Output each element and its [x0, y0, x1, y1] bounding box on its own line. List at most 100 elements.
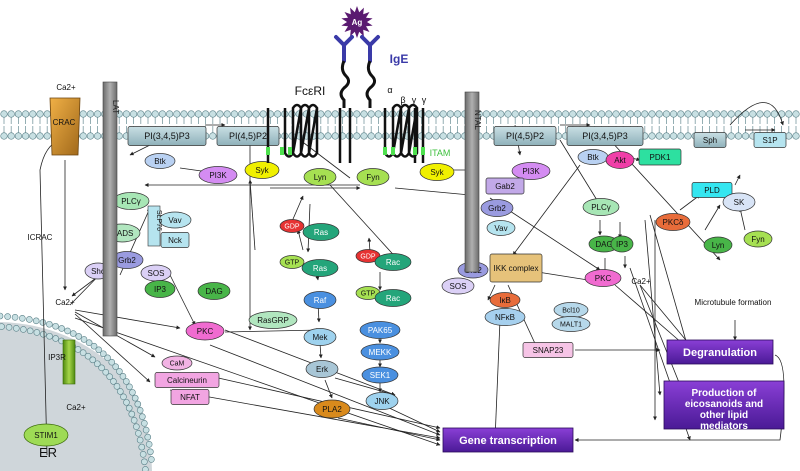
s1p: S1P	[753, 132, 787, 148]
syk-right: Syk	[419, 163, 455, 181]
lyn-label: Lyn	[314, 173, 327, 182]
ip3-left: IP3	[144, 280, 176, 298]
arrow-rasgrp-ras	[296, 229, 304, 251]
ikk-complex: IKK complex	[489, 253, 543, 283]
grb2-left-label: Grb2	[118, 256, 136, 265]
nck-label: Nck	[168, 236, 183, 245]
pip2-left: PI(4,5)P2	[216, 126, 280, 146]
er-label: ER	[39, 445, 57, 460]
plcg-left: PLCγ	[112, 192, 150, 210]
nfat-label: NFAT	[180, 393, 200, 402]
rasgrp: RasGRP	[248, 311, 298, 329]
ip3-left-label: IP3	[154, 285, 167, 294]
icrac-label: ICRAC	[28, 233, 53, 242]
grb2-left: Grb2	[110, 251, 144, 269]
gamma-label-2: γ	[422, 95, 427, 105]
pla2-label: PLA2	[322, 405, 342, 414]
arrow-s1p-loop	[729, 102, 784, 126]
gads-label: GADS	[111, 229, 134, 238]
sph-label: Sph	[703, 136, 717, 145]
syk-left-label: Syk	[255, 166, 269, 175]
arrow-jnk-gene	[384, 405, 441, 433]
beta-label: β	[400, 95, 405, 105]
gene-transcription-box	[442, 427, 574, 453]
arrow-nfkb-gene	[493, 319, 501, 441]
er-ca-label: Ca2+	[66, 403, 86, 412]
stim1	[23, 423, 69, 447]
cam-label: CaM	[170, 360, 185, 367]
pld-label: PLD	[704, 186, 720, 195]
arrow-btk-plcg	[559, 139, 601, 206]
ras-1-label: Ras	[314, 228, 328, 237]
vav-left-label: Vav	[168, 216, 181, 225]
pip3-right-label: PI(3,4,5)P3	[582, 131, 628, 141]
nfkb: NFκB	[484, 308, 526, 326]
raf-label: Raf	[314, 296, 327, 305]
ip3r-channel	[62, 339, 76, 385]
dag-right-label: DAG	[595, 240, 612, 249]
crac-channel	[49, 97, 81, 156]
arrow-ikk-ikb	[487, 284, 496, 301]
mek: Mek	[303, 328, 337, 346]
raf: Raf	[303, 291, 337, 309]
arrow-pkc-degran	[614, 284, 691, 351]
rac-2: Rac	[374, 289, 412, 307]
lat-adaptor: LAT	[102, 81, 120, 337]
arrow-pkc-right	[224, 328, 321, 333]
calcineurin-label: Calcineurin	[167, 376, 207, 385]
sph: Sph	[693, 132, 727, 148]
s1p-label: S1P	[762, 136, 777, 145]
rac-1-label: Rac	[386, 258, 400, 267]
arrow-vav-rac	[329, 184, 401, 263]
arrow-fyn2-sk	[738, 207, 746, 231]
gab2: Gab2	[485, 177, 525, 195]
rac-1: Rac	[374, 253, 412, 271]
slp76-label: SLP76	[155, 210, 162, 231]
syk-right-label: Syk	[430, 168, 444, 177]
ikb: IκB	[489, 292, 521, 308]
arrow-dag-to-pkc	[169, 274, 196, 326]
btk-right-label: Btk	[587, 153, 600, 162]
ntal-label: NTAL	[473, 110, 482, 130]
erk: Erk	[305, 360, 339, 378]
degranulation-box	[666, 339, 774, 365]
ca-right-label: Ca2+	[631, 277, 651, 286]
malt1: MALT1	[551, 316, 591, 332]
pi3k-right: PI3K	[511, 162, 551, 180]
ip3r-label: IP3R	[48, 353, 66, 362]
arrow-sk-s1p	[734, 174, 741, 186]
pip2-right-label: PI(4,5)P2	[506, 131, 544, 141]
pkc-right: PKC	[584, 269, 622, 287]
mekk-label: MEKK	[369, 348, 392, 357]
stim1-label: STIM1	[34, 431, 58, 440]
pi3k-left-label: PI3K	[209, 171, 227, 180]
ras-2-label: Ras	[313, 264, 327, 273]
grb2-right-label: Grb2	[488, 204, 506, 213]
lat-label: LAT	[111, 100, 120, 114]
pkcd-label: PKCδ	[663, 218, 684, 227]
pak65: PAK65	[359, 321, 401, 339]
fyn: Fyn	[356, 168, 390, 186]
endoplasmic-reticulum	[0, 312, 155, 471]
arrow-ca-to-calcineurin	[74, 313, 151, 383]
pip2-right: PI(4,5)P2	[493, 126, 557, 146]
slp76: SLP76	[147, 205, 162, 247]
malt1-label: MALT1	[560, 321, 582, 328]
gdp-rac-label: GDP	[360, 253, 376, 260]
ige-antibodies	[334, 35, 380, 63]
ntal-adaptor: NTAL	[464, 91, 482, 273]
ras-1: Ras	[302, 223, 340, 241]
grb2-right: Grb2	[480, 199, 514, 217]
arrow-ca-to-pkc-l	[74, 309, 181, 330]
cam: CaM	[161, 355, 193, 371]
ikk-complex-label: IKK complex	[494, 264, 539, 273]
degranulation-label: Degranulation	[683, 347, 757, 359]
antigen-label: Ag	[352, 18, 363, 27]
gab2-label: Gab2	[495, 182, 515, 191]
sos-left: SOS	[140, 264, 172, 282]
itam-label: ITAM	[430, 148, 451, 158]
arrow-lyn2-sk	[704, 204, 721, 231]
bcl10-label: Bcl10	[562, 307, 580, 314]
btk-right: Btk	[577, 149, 609, 165]
